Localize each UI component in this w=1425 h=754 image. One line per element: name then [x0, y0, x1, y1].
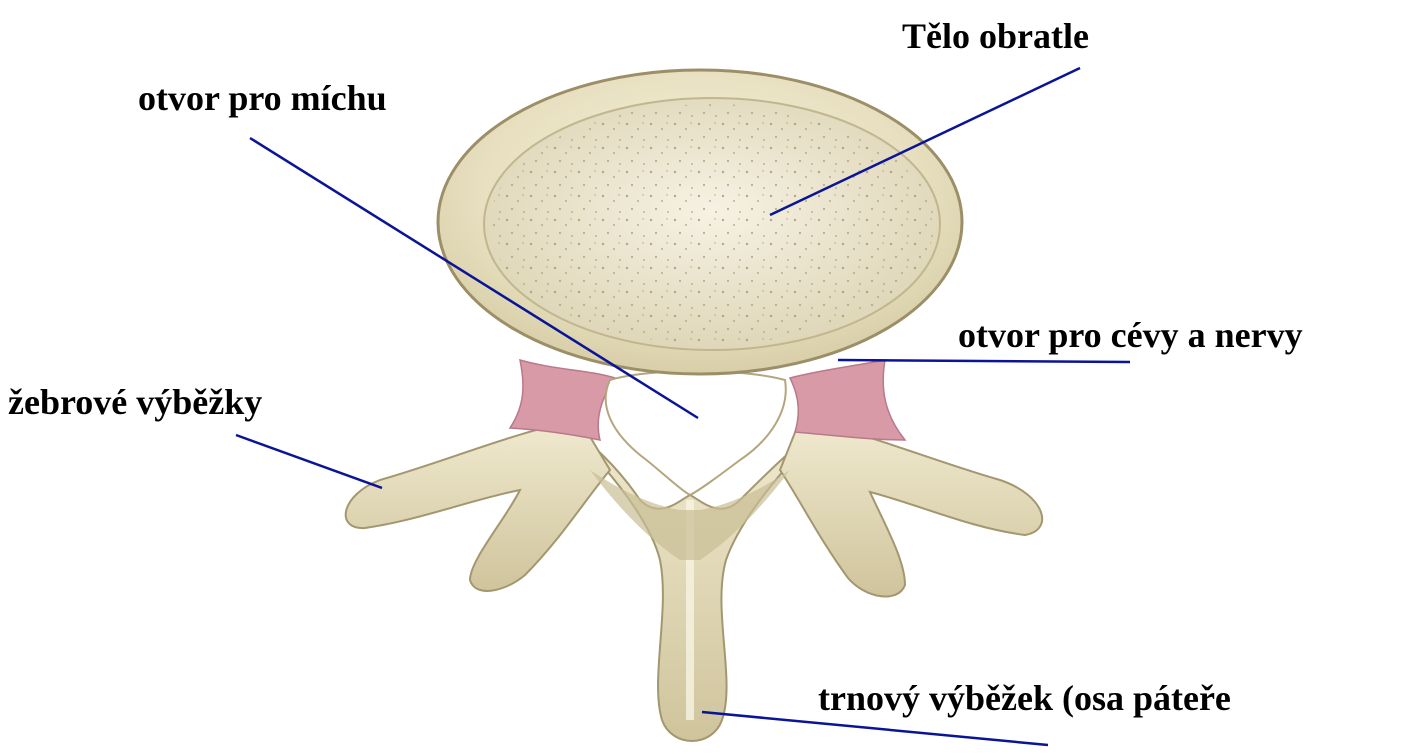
vertebral-body [438, 70, 962, 374]
right-transverse-process [780, 420, 1042, 597]
vertebral-body-label: Tělo obratle [902, 18, 1089, 54]
left-pedicle [510, 360, 615, 440]
spinal-canal-opening [606, 371, 786, 495]
leader-line-rib [236, 435, 382, 488]
right-pedicle [790, 360, 905, 440]
vessel-nerve-label: otvor pro cévy a nervy [958, 317, 1303, 353]
spinous-process-label: trnový výběžek (osa páteře [818, 680, 1231, 716]
left-transverse-process [346, 420, 610, 591]
spinal-canal-label: otvor pro míchu [138, 80, 387, 116]
rib-processes-label: žebrové výběžky [8, 384, 262, 420]
